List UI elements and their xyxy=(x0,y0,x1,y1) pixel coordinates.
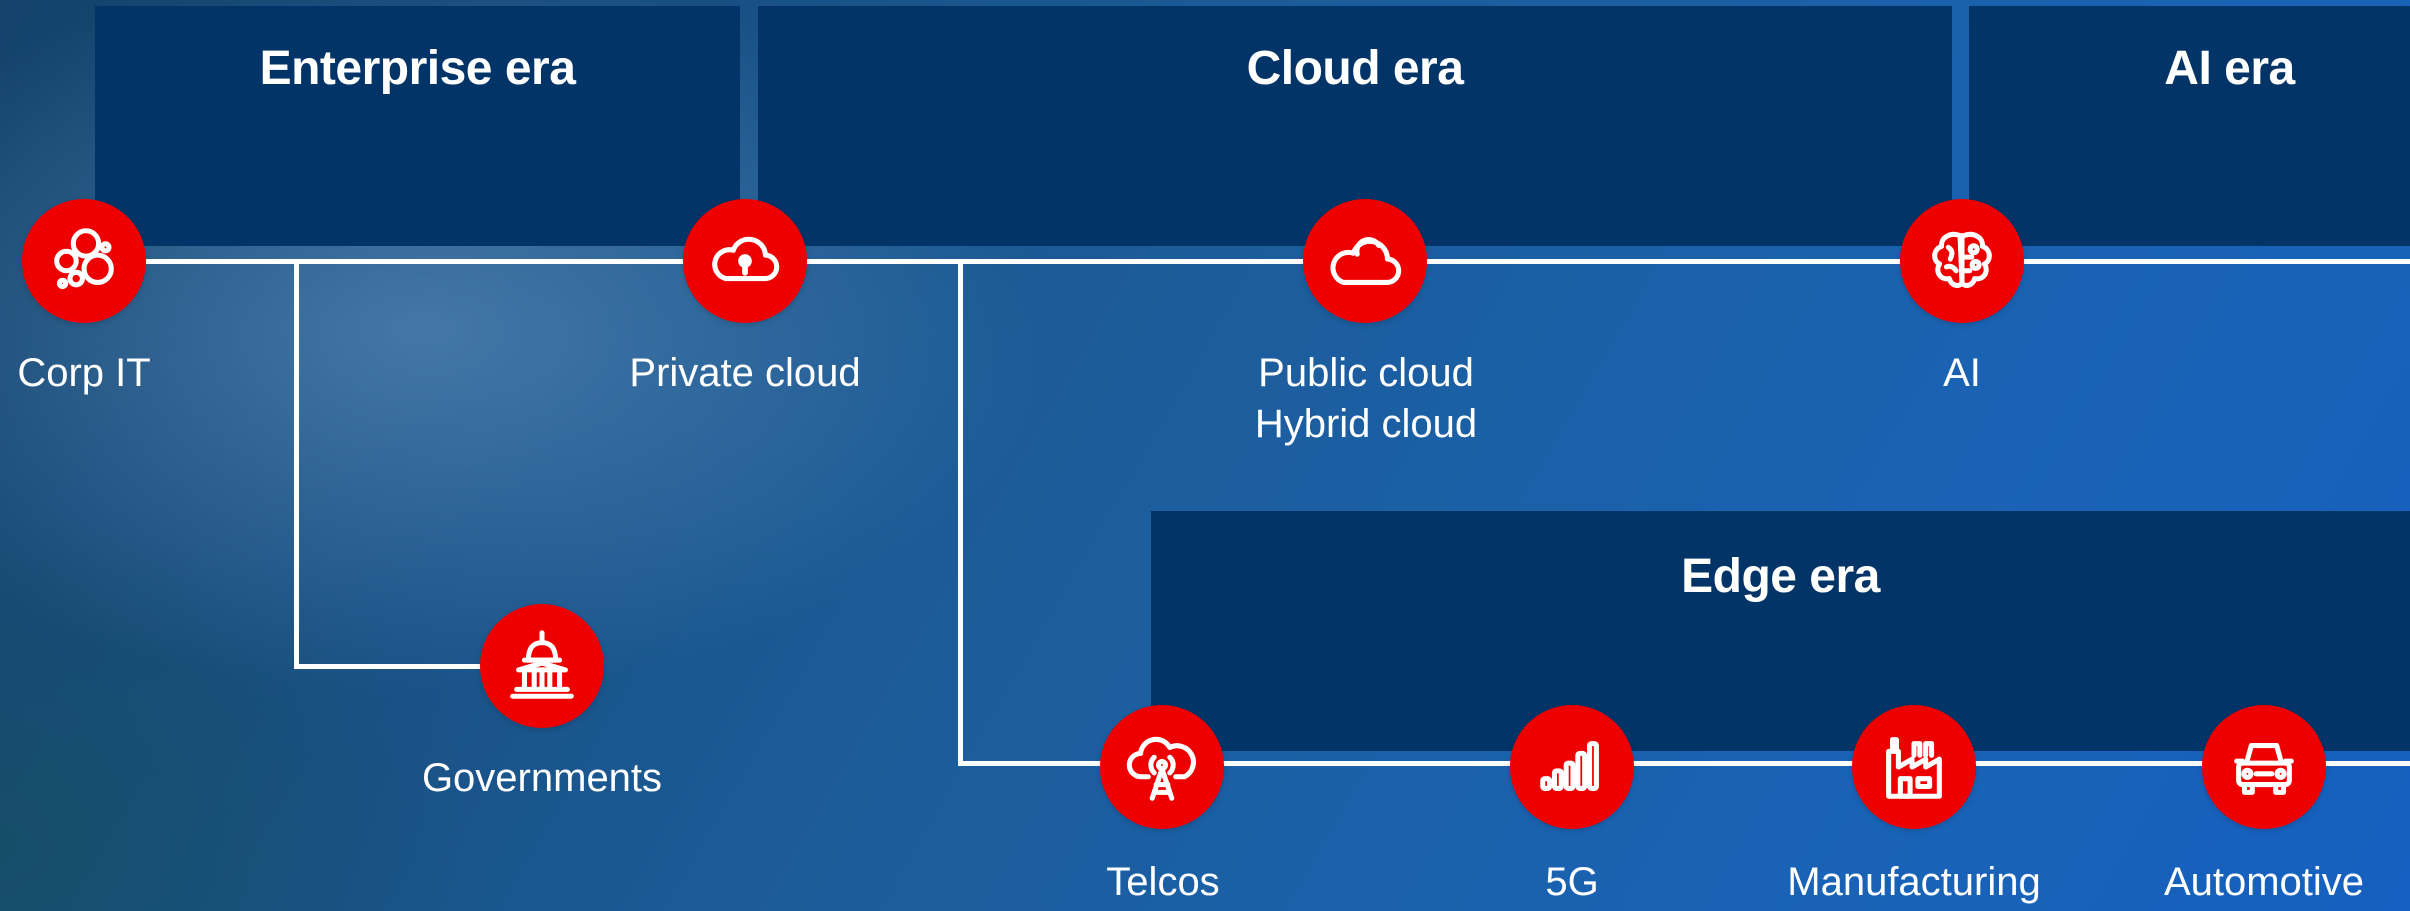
ai-era-label: AI era xyxy=(2164,42,2295,95)
cloud-icon xyxy=(1330,237,1402,285)
corp-it-label: Corp IT xyxy=(17,351,151,395)
government-branch-vertical xyxy=(294,259,299,669)
5g-label: 5G xyxy=(1545,860,1599,904)
capitol-building-icon xyxy=(510,630,574,699)
cloud-antenna-icon xyxy=(1126,736,1196,801)
ai-node xyxy=(1900,199,2024,323)
edge-timeline xyxy=(958,761,2410,766)
hybrid-cloud-label-line2: Hybrid cloud xyxy=(1254,402,1478,446)
corp-it-node xyxy=(22,199,146,323)
edge-era-label: Edge era xyxy=(1681,549,1880,603)
edge-branch-vertical xyxy=(958,259,963,766)
telcos-label: Telcos xyxy=(1106,860,1220,904)
manufacturing-label: Manufacturing xyxy=(1787,860,2041,904)
cloud-lock-icon xyxy=(712,236,780,282)
car-icon xyxy=(2234,743,2294,795)
signal-bars-icon xyxy=(1540,741,1599,791)
brain-icon xyxy=(1932,231,1992,288)
main-timeline xyxy=(85,259,2410,264)
private-cloud-label: Private cloud xyxy=(629,351,861,395)
enterprise-era-label: Enterprise era xyxy=(259,42,576,95)
automotive-node xyxy=(2202,705,2326,829)
ai-label: AI xyxy=(1943,351,1981,395)
bubbles-icon xyxy=(54,228,114,290)
edge-era-box: Edge era xyxy=(1151,511,2410,751)
public-cloud-label-line1: Public cloud xyxy=(1258,351,1474,395)
5g-node xyxy=(1510,705,1634,829)
government-branch-horizontal xyxy=(294,664,544,669)
ai-era-box: AI era xyxy=(1969,6,2410,246)
enterprise-era-box: Enterprise era xyxy=(95,6,740,246)
factory-icon xyxy=(1886,737,1942,799)
private-cloud-node xyxy=(683,199,807,323)
governments-node xyxy=(480,604,604,728)
telcos-node xyxy=(1100,705,1224,829)
manufacturing-node xyxy=(1852,705,1976,829)
cloud-era-label: Cloud era xyxy=(1246,42,1464,95)
automotive-label: Automotive xyxy=(2163,860,2365,904)
public-cloud-node xyxy=(1303,199,1427,323)
governments-label: Governments xyxy=(421,756,663,800)
